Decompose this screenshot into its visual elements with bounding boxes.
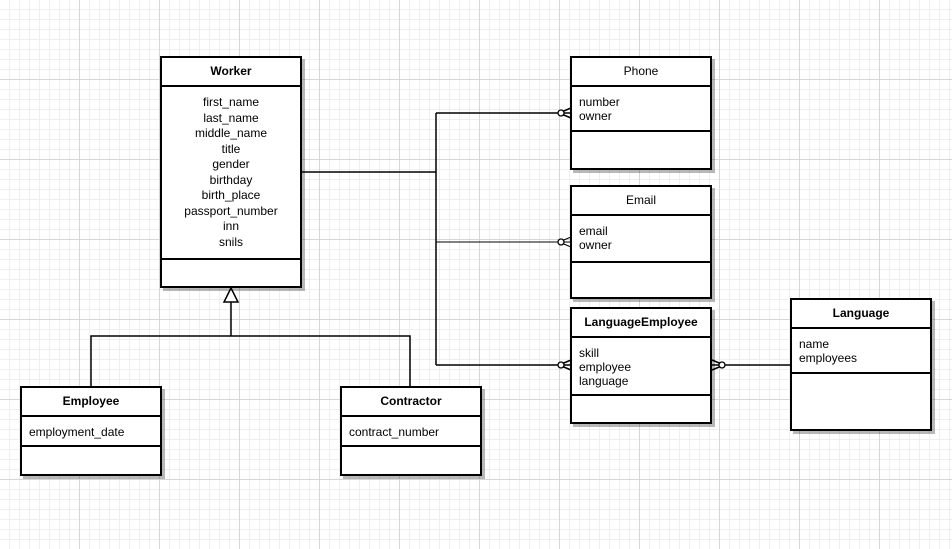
inheritance-line (90, 302, 411, 386)
language-entity[interactable]: Language name employees (790, 298, 932, 431)
worker-languageemployee-line (436, 359, 572, 371)
attribute: last_name (203, 110, 259, 125)
attribute: number (579, 95, 620, 109)
attribute: birthday (209, 172, 253, 187)
inheritance-arrow (222, 286, 240, 303)
attributes-section: email owner (572, 216, 710, 263)
contractor-entity[interactable]: Contractor contract_number (340, 386, 482, 476)
attribute: birth_place (201, 188, 261, 202)
attributes-section: contract_number (342, 417, 480, 447)
attribute: inn (222, 219, 239, 233)
attribute: employees (799, 351, 858, 365)
languageemployee-entity[interactable]: LanguageEmployee skill employee language (570, 307, 712, 424)
email-crowfoot-circle (557, 238, 565, 246)
entity-title: Contractor (342, 388, 480, 417)
attribute: passport_number (184, 203, 278, 218)
attribute: gender (212, 157, 250, 171)
attributes-section: employment_date (22, 417, 160, 447)
attribute: middle_name (194, 126, 268, 140)
language-languageemployee-line (711, 359, 791, 371)
attributes-section: skill employee language (572, 338, 710, 396)
attribute: title (221, 141, 241, 156)
entity-title: Worker (162, 58, 300, 87)
employee-entity[interactable]: Employee employment_date (20, 386, 162, 476)
attribute: snils (218, 234, 243, 249)
language-crowfoot-circle (718, 361, 726, 369)
attributes-section: name employees (792, 329, 930, 374)
phone-crowfoot-circle (557, 109, 565, 117)
worker-entity[interactable]: Worker first_name last_name middle_name … (160, 56, 302, 288)
entity-title: Phone (572, 58, 710, 87)
attribute: email (579, 224, 608, 238)
attribute: owner (579, 109, 612, 123)
entity-title: Email (572, 187, 710, 216)
entity-title: LanguageEmployee (572, 309, 710, 338)
languageemployee-crowfoot-circle (557, 361, 565, 369)
attribute: first_name (202, 95, 260, 109)
worker-email-line (436, 236, 572, 248)
worker-phone-line (436, 107, 572, 119)
attribute: employment_date (29, 425, 125, 439)
entity-title: Language (792, 300, 930, 329)
attribute: name (799, 337, 830, 351)
worker-association-trunk (302, 113, 437, 365)
attributes-section: number owner (572, 87, 710, 132)
attribute: employee (579, 360, 632, 374)
phone-entity[interactable]: Phone number owner (570, 56, 712, 170)
attributes-section: first_name last_name middle_name title g… (162, 87, 300, 260)
attribute: owner (579, 238, 612, 252)
attribute: skill (579, 346, 599, 360)
attribute: language (579, 374, 629, 388)
email-entity[interactable]: Email email owner (570, 185, 712, 299)
entity-title: Employee (22, 388, 160, 417)
attribute: contract_number (349, 425, 440, 439)
